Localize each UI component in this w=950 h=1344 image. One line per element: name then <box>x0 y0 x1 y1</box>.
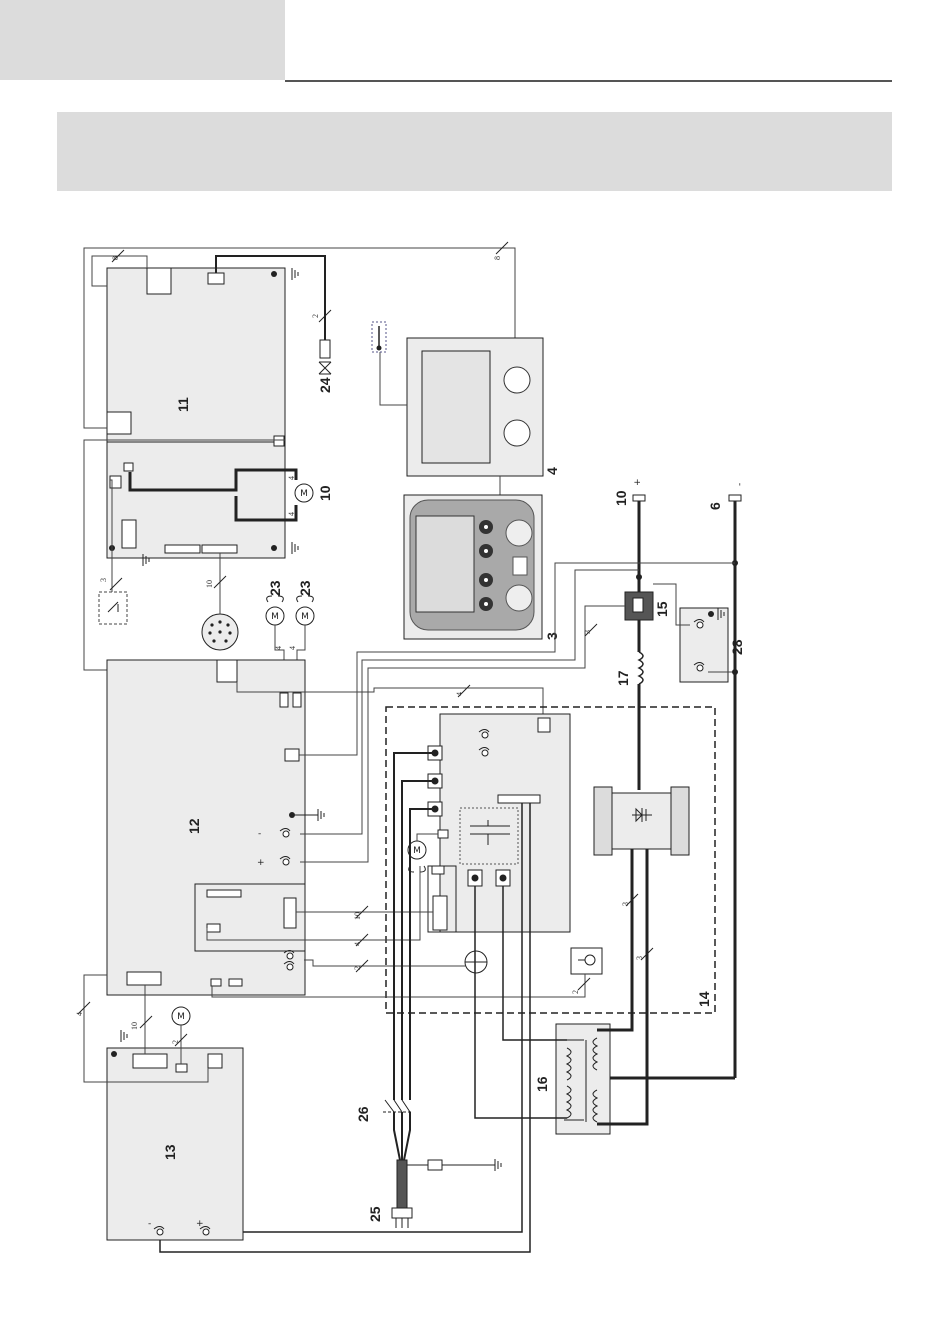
motor-icon <box>296 607 314 625</box>
svg-text:10: 10 <box>130 1022 139 1030</box>
mains-switch-26 <box>383 753 435 1160</box>
fan-icon <box>409 866 426 872</box>
svg-text:+: + <box>633 478 643 486</box>
label-11: 11 <box>175 397 191 412</box>
usb-icon <box>372 322 386 352</box>
inductor-icon <box>639 652 643 684</box>
terminal-minus-6: - <box>729 483 745 1078</box>
svg-text:4: 4 <box>274 646 283 650</box>
label-10-terminal: 10 <box>613 490 629 506</box>
label-12: 12 <box>186 818 202 834</box>
svg-text:4: 4 <box>455 692 464 696</box>
svg-text:4: 4 <box>288 646 297 650</box>
switch-icon <box>385 1100 410 1112</box>
svg-text:3: 3 <box>583 630 592 634</box>
svg-text:10: 10 <box>353 912 362 920</box>
svg-text:4: 4 <box>287 476 296 480</box>
label-10-motor: 10 <box>317 485 333 501</box>
board-12: - + <box>107 660 324 995</box>
inductor-17 <box>639 620 643 790</box>
label-4: 4 <box>544 467 560 475</box>
remote-connector <box>202 553 238 650</box>
svg-text:8: 8 <box>493 256 502 260</box>
label-6: 6 <box>707 502 723 510</box>
label-23-b: 23 <box>297 580 313 596</box>
mains-plug-25 <box>392 1159 501 1228</box>
svg-text:4: 4 <box>287 512 296 516</box>
label-25: 25 <box>367 1206 383 1222</box>
motor-icon <box>295 484 313 502</box>
label-15: 15 <box>654 601 670 617</box>
control-panel-3 <box>404 495 542 639</box>
svg-text:3: 3 <box>99 578 108 582</box>
label-24: 24 <box>317 377 333 393</box>
svg-text:2: 2 <box>311 314 320 318</box>
plug-icon <box>392 1208 412 1218</box>
svg-text:8: 8 <box>111 256 120 260</box>
motor-icon <box>172 1007 190 1025</box>
svg-text:-: - <box>258 829 261 839</box>
valve-icon <box>319 362 331 374</box>
label-26: 26 <box>355 1106 371 1122</box>
label-16: 16 <box>534 1076 550 1092</box>
thermal-sensor-28 <box>653 560 738 682</box>
label-3: 3 <box>544 632 560 640</box>
display-panel-4 <box>372 322 543 476</box>
label-17: 17 <box>615 670 631 686</box>
power-module-14 <box>386 707 715 1013</box>
label-13: 13 <box>162 1144 178 1160</box>
svg-text:+: + <box>257 858 265 868</box>
svg-text:+: + <box>196 1219 204 1229</box>
label-28: 28 <box>729 639 745 655</box>
svg-text:2: 2 <box>571 990 580 994</box>
svg-text:3: 3 <box>635 956 644 960</box>
svg-text:10: 10 <box>205 580 214 588</box>
svg-text:-: - <box>148 1219 151 1229</box>
label-23-a: 23 <box>267 580 283 596</box>
motor-icon <box>266 607 284 625</box>
svg-text:4: 4 <box>75 1012 84 1016</box>
svg-text:3: 3 <box>621 902 630 906</box>
svg-text:2: 2 <box>171 1040 180 1044</box>
svg-text:4: 4 <box>353 942 362 946</box>
label-14: 14 <box>696 991 712 1007</box>
svg-text:2: 2 <box>353 966 362 970</box>
svg-text:-: - <box>735 483 745 486</box>
